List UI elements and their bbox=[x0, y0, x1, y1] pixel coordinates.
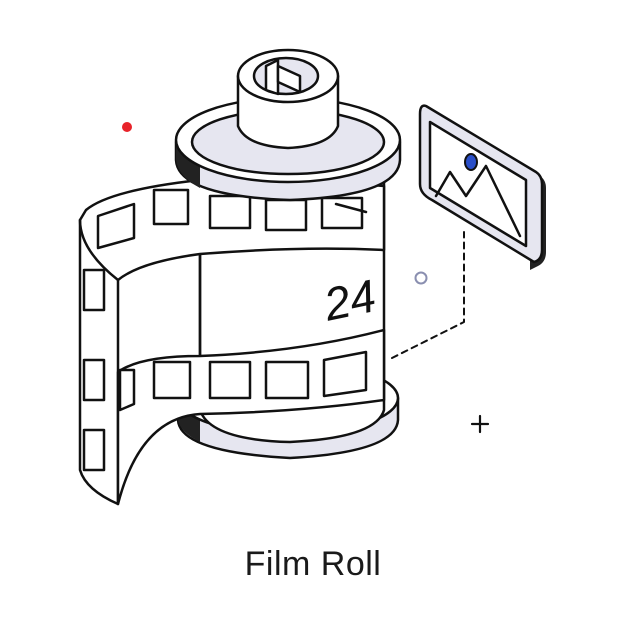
mountain-icon bbox=[434, 164, 522, 238]
film-strip bbox=[78, 178, 386, 506]
dashed-connector bbox=[391, 231, 465, 359]
canister-number: 24 bbox=[318, 269, 380, 331]
spool-knob bbox=[236, 48, 340, 150]
plus-icon bbox=[470, 414, 490, 434]
image-card bbox=[418, 104, 546, 270]
illustration-caption: Film Roll bbox=[244, 545, 382, 583]
small-circle-icon bbox=[414, 271, 428, 285]
red-dot-icon bbox=[122, 122, 132, 132]
sun-icon bbox=[464, 153, 478, 171]
